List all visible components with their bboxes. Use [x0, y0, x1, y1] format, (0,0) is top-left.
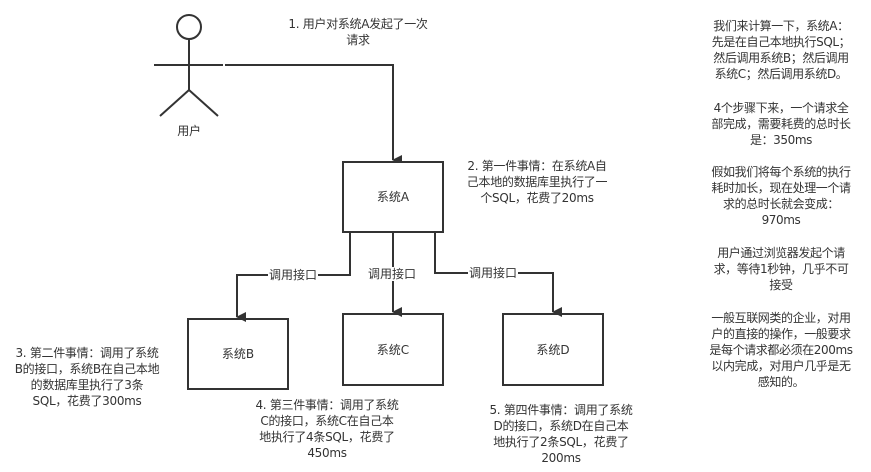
note-unacceptable: 用户通过浏览器发起个请 求，等待1秒钟，几乎不可 接受 — [713, 246, 849, 292]
actor-left-leg — [159, 89, 190, 117]
note-200ms-requirement: 一般互联网类的企业，对用 户的直接的操作，一般要求 是每个请求都必须在200ms… — [709, 311, 853, 389]
step-4-annotation: 4. 第三件事情：调用了系统 C的接口，系统C在自己本 地执行了4条SQL，花费… — [255, 398, 399, 460]
node-system-b-label: 系统B — [221, 347, 255, 361]
note-total-350ms: 4个步骤下来，一个请求全 部完成，需要耗费的总时长 是：350ms — [711, 101, 851, 147]
actor-right-leg — [188, 89, 219, 117]
edge-a-to-d-label: 调用接口 — [468, 266, 519, 280]
node-system-b-box[interactable] — [187, 318, 289, 390]
actor-label: 用户 — [177, 124, 201, 138]
step-3-annotation: 3. 第二件事情：调用了系统 B的接口，系统B在自己本地 的数据库里执行了3条 … — [14, 346, 160, 408]
node-system-d-label: 系统D — [536, 343, 570, 357]
node-system-a-box[interactable] — [342, 161, 444, 233]
node-system-c-box[interactable] — [342, 313, 444, 386]
step-5-annotation: 5. 第四件事情：调用了系统 D的接口，系统D在自己本 地执行了2条SQL，花费… — [489, 403, 633, 465]
node-system-c-label: 系统C — [376, 343, 410, 357]
actor-figure-icon — [154, 14, 223, 117]
actor-head — [176, 14, 202, 40]
note-total-970ms: 假如我们将每个系统的执行 耗时加长，现在处理一个请 求的总时长就会变成： 970… — [711, 165, 851, 227]
step-1-annotation: 1. 用户对系统A发起了一次 请求 — [288, 17, 428, 47]
step-2-annotation: 2. 第一件事情：在系统A自 己本地的数据库里执行了一 个SQL，花费了20ms — [466, 159, 608, 205]
node-system-a-label: 系统A — [376, 190, 410, 204]
edge-user-to-a — [225, 64, 402, 165]
edge-a-to-b-label: 调用接口 — [268, 268, 319, 282]
note-calculation: 我们来计算一下，系统A： 先是在自己本地执行SQL； 然后调用系统B；然后调用 … — [711, 19, 851, 81]
edge-a-to-c-label: 调用接口 — [367, 267, 418, 281]
